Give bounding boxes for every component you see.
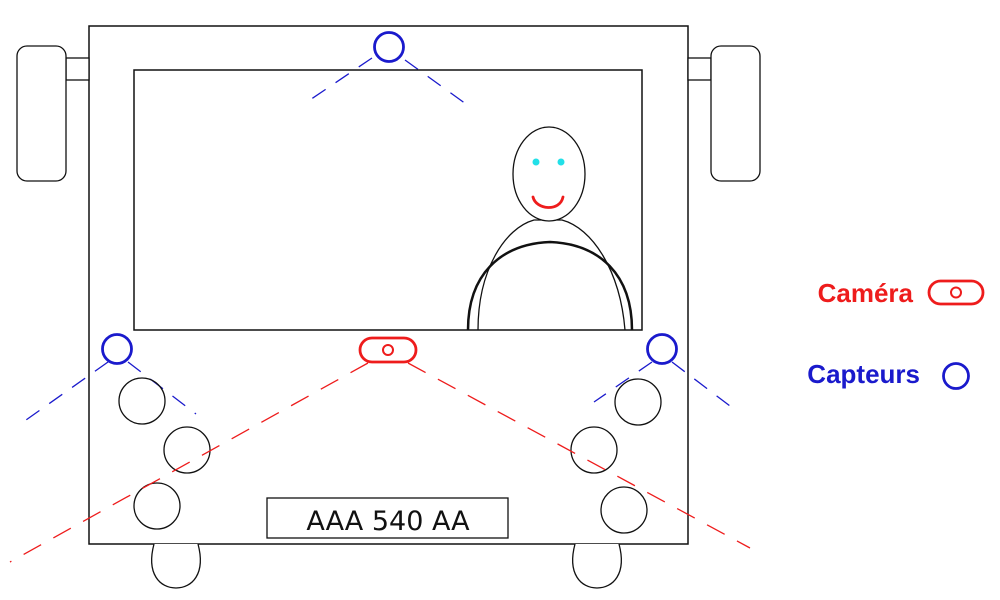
driver <box>466 126 634 331</box>
camera-icon <box>358 336 418 364</box>
camera-cone <box>9 362 751 563</box>
right-eye-icon <box>557 158 565 166</box>
right-headlight-middle <box>570 426 618 474</box>
left-mirror-arm <box>65 57 90 81</box>
left-mirror <box>16 45 67 182</box>
driver-body <box>477 219 626 331</box>
top-sensor-cone-right <box>404 59 467 105</box>
right-mirror <box>710 45 761 182</box>
sensor-cones <box>25 57 731 421</box>
sensors <box>101 31 678 365</box>
smile-icon <box>531 195 565 209</box>
bus-body <box>88 25 689 545</box>
left-sensor-cone-inner <box>127 361 197 415</box>
left-headlight-middle <box>163 426 211 474</box>
legend-camera-icon <box>927 279 985 306</box>
right-wheel <box>572 543 622 589</box>
mirrors <box>16 45 761 182</box>
left-eye-icon <box>532 158 540 166</box>
left-sensor-cone-outer <box>25 361 109 421</box>
license-plate-frame <box>266 497 509 539</box>
steering-wheel <box>466 240 634 331</box>
right-mirror-arm <box>687 57 712 81</box>
headlights <box>118 377 662 534</box>
right-sensor-icon <box>646 333 678 365</box>
right-headlight-bottom <box>600 486 648 534</box>
left-wheel <box>151 543 201 589</box>
windshield <box>133 69 643 331</box>
bus-outline <box>88 25 689 545</box>
right-sensor-cone-outer <box>671 361 731 407</box>
legend-sensors-label: Capteurs <box>807 359 920 389</box>
legend-sensor-icon <box>942 362 970 390</box>
legend: Caméra Capteurs <box>807 278 985 390</box>
right-headlight-top <box>614 378 662 426</box>
left-headlight-bottom <box>133 482 181 530</box>
right-sensor-cone-inner <box>593 361 653 403</box>
camera-cone-right <box>407 362 751 549</box>
wheels <box>151 543 622 589</box>
license-plate-text: AAA 540 AA <box>306 506 470 537</box>
driver-head <box>512 126 586 222</box>
camera-cone-left <box>9 362 369 563</box>
camera-lens <box>382 344 394 356</box>
top-sensor-icon <box>373 31 405 63</box>
left-sensor-icon <box>101 333 133 365</box>
top-sensor-cone-left <box>303 57 373 105</box>
license-plate: AAA 540 AA <box>266 497 509 539</box>
left-headlight-top <box>118 377 166 425</box>
legend-camera-label: Caméra <box>818 278 914 308</box>
